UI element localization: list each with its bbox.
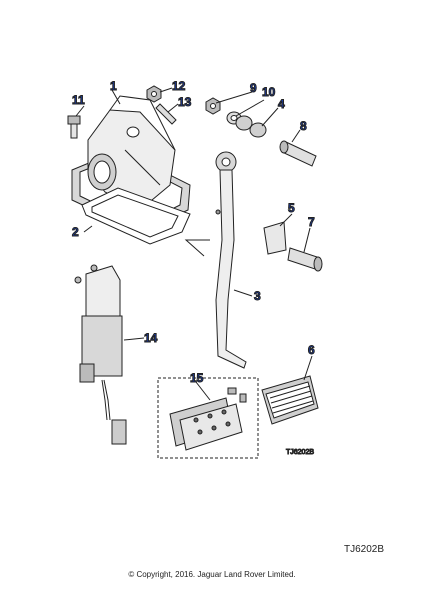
callout-14: 14 — [144, 331, 158, 345]
callout-7: 7 — [308, 215, 315, 229]
callout-1: 1 — [110, 79, 117, 93]
callout-8: 8 — [300, 119, 307, 133]
copyright-notice: © Copyright, 2016. Jaguar Land Rover Lim… — [128, 570, 296, 579]
callout-2: 2 — [72, 225, 79, 239]
callout-12: 12 — [172, 79, 186, 93]
part-14-pedal-sensor — [74, 264, 127, 445]
part-5-clip — [263, 221, 287, 255]
part-15-pad-kit — [157, 377, 259, 459]
callout-11: 11 — [72, 93, 85, 107]
part-9-nut — [205, 97, 221, 115]
diagram-reference: TJ6202B — [286, 449, 314, 456]
part-12-nut — [146, 85, 162, 103]
part-13-stud — [155, 103, 177, 125]
part-2-gasket — [81, 187, 191, 245]
callout-5: 5 — [288, 201, 295, 215]
part-8-pivot-pin — [279, 140, 317, 167]
part-6-pedal-pad — [261, 375, 319, 425]
callout-6: 6 — [308, 343, 315, 357]
callout-15: 15 — [190, 371, 204, 385]
callout-4: 4 — [278, 97, 285, 111]
part-7-pin — [287, 247, 323, 272]
footer-diagram-code: TJ6202B — [343, 544, 384, 555]
part-11-bolt — [67, 115, 81, 139]
part-4-bushes — [235, 115, 267, 138]
callout-10: 10 — [262, 85, 276, 99]
leader-lines — [75, 87, 313, 401]
callout-9: 9 — [250, 81, 257, 95]
callout-3: 3 — [254, 289, 261, 303]
callout-13: 13 — [178, 95, 192, 109]
part-3-pedal-arm — [184, 151, 247, 369]
